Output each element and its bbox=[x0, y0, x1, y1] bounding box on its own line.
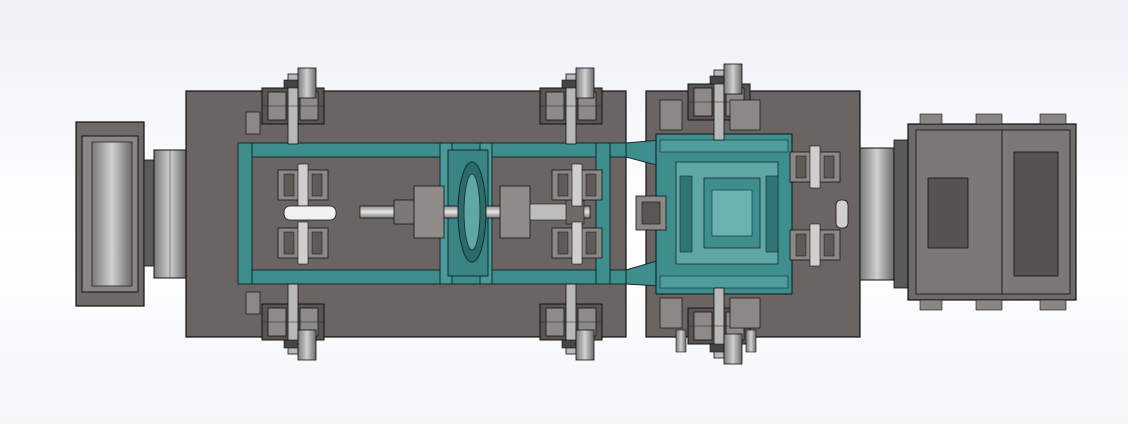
coupling-assembly bbox=[359, 161, 591, 263]
right-carriage bbox=[655, 133, 793, 295]
right-motor bbox=[859, 113, 1077, 311]
side-fixtures bbox=[245, 99, 761, 329]
left-motor bbox=[75, 121, 187, 307]
